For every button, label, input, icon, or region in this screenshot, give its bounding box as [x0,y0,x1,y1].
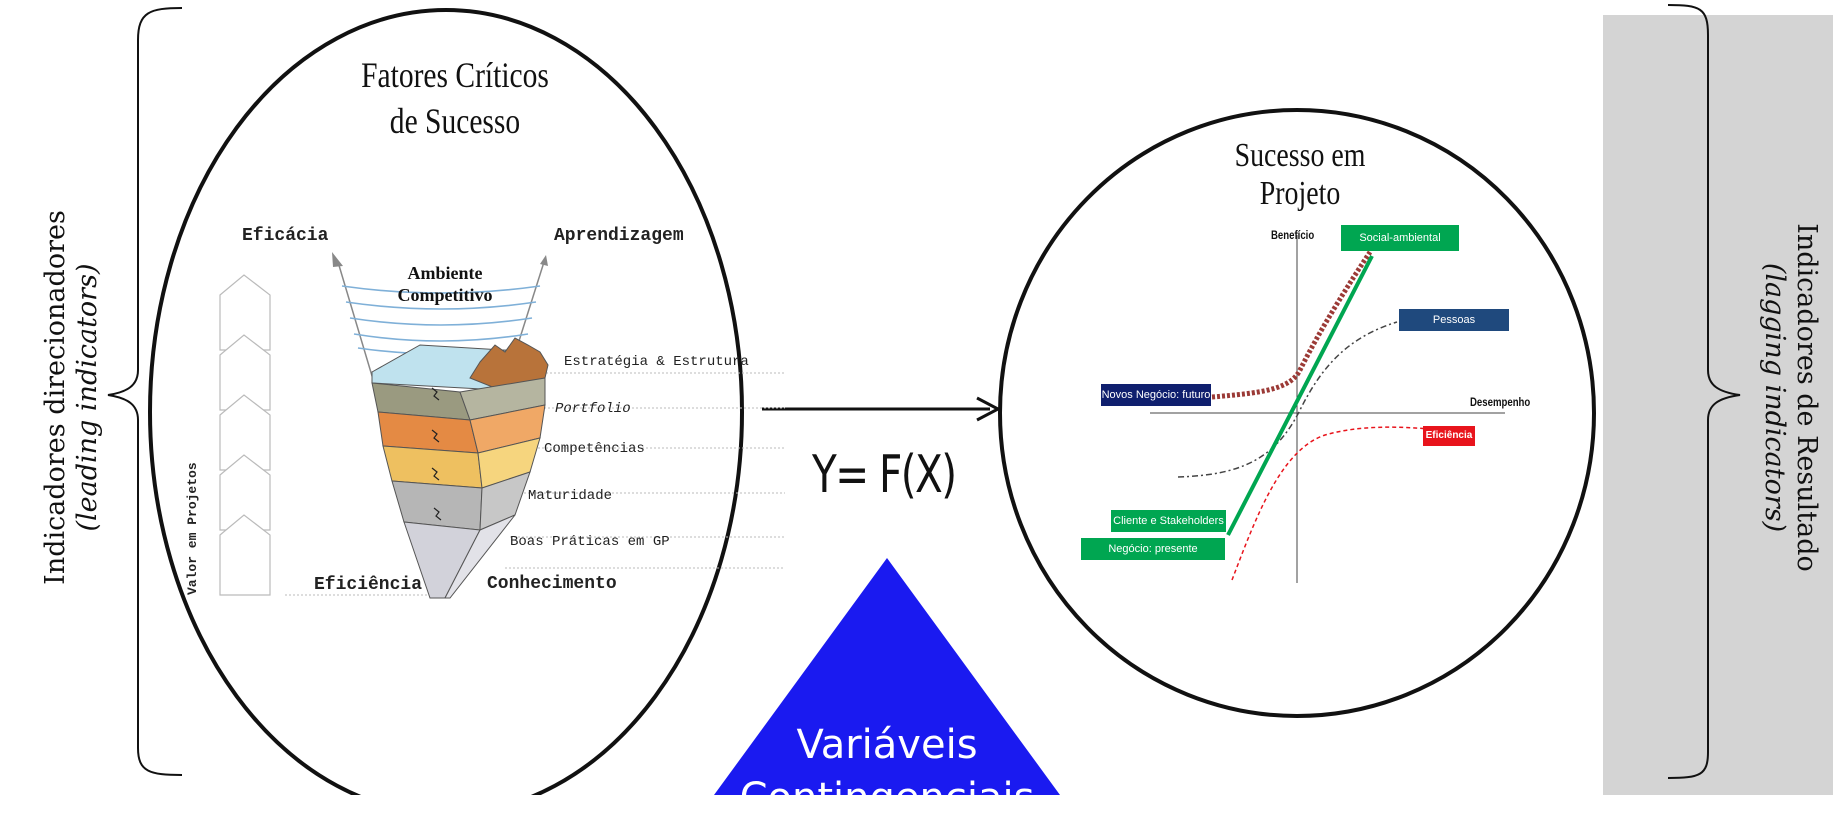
diagram-canvas [107,4,1833,795]
left-title-line1: Fatores Críticos [361,55,549,95]
right-side-panel [1603,15,1833,795]
left-ellipse-title: Fatores Críticos de Sucesso [328,52,582,144]
efficacy-label: Eficácia [242,226,329,246]
right-ellipse [998,108,1596,718]
atmosphere-arcs [341,285,541,355]
layer-label-maturity: Maturidade [528,488,613,504]
competitive-env-label: Ambiente Competitivo [380,262,510,306]
line-cliente [1226,255,1374,536]
right-side-subtitle: (lagging indicators) [1759,262,1790,533]
fault-lines [431,387,442,521]
triangle-line2: Contingenciais [739,775,1035,821]
tag-novos-negocio: Novos Negócio: futuro [1101,384,1211,406]
competitive-env-line2: Competitivo [397,285,493,305]
layer-label-portfolio: Portfolio [555,401,631,417]
y-axis-label: Benefício [1271,228,1315,242]
right-brace [1667,4,1741,779]
tag-negocio-presente: Negócio: presente [1081,538,1225,560]
value-chevrons [219,274,271,596]
formula: Y= F(X) [812,445,957,505]
knowledge-label: Conhecimento [487,574,617,594]
left-brace [107,7,183,776]
earth-layers [371,337,549,599]
project-value-label: Valor em Projetos [185,462,200,595]
right-side-title: Indicadores de Resultado [1791,223,1822,572]
tag-eficiencia: Eficiência [1423,426,1475,446]
benefit-chart [1150,235,1505,583]
curve-novos-negocio [1211,250,1373,400]
layer-label-strategy: Estratégia & Estrutura [564,354,749,370]
learning-arrowhead [540,255,548,266]
tag-social-ambiental: Social-ambiental [1341,225,1459,251]
learning-label: Aprendizagem [554,226,684,246]
left-side-subtitle: (leading indicators) [72,263,103,532]
x-axis-label: Desempenho [1470,395,1531,409]
competitive-env-line1: Ambiente [407,263,483,283]
layer-label-best-practices: Boas Práticas em GP [510,534,670,550]
efficiency-label: Eficiência [314,575,423,595]
layer-guides [285,372,785,596]
tag-pessoas: Pessoas [1399,309,1509,331]
contingency-triangle [714,558,1060,795]
tag-cliente-stakeholders: Cliente e Stakeholders [1111,510,1226,532]
curve-eficiencia [1231,426,1441,581]
left-ellipse [148,8,744,795]
triangle-line1: Variáveis [796,722,978,768]
efficacy-arrowhead [332,252,343,267]
left-side-title: Indicadores direcionadores [40,210,71,585]
right-ellipse-title: Sucesso em Projeto [1234,137,1366,212]
left-title-line2: de Sucesso [389,101,521,141]
arrow-head [976,396,1002,422]
layer-label-competencies: Competências [544,441,645,457]
